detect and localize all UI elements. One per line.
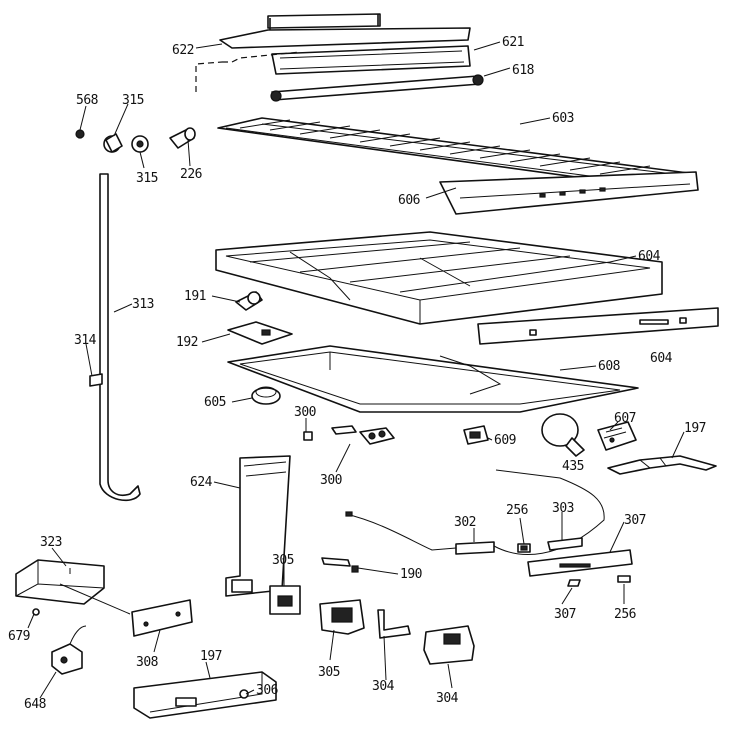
label-609: 609: [494, 433, 516, 448]
label-256-bottom: 256: [614, 607, 636, 622]
part-302-wire: [345, 469, 605, 555]
part-305-cover: [269, 585, 301, 615]
part-190-clip: [321, 557, 359, 573]
label-303: 303: [552, 501, 574, 516]
part-197-harness: [607, 455, 717, 475]
label-314: 314: [74, 333, 97, 348]
label-313: 313: [132, 297, 154, 312]
label-300-bottom: 300: [320, 473, 342, 488]
label-608: 608: [598, 359, 620, 374]
label-191: 191: [184, 289, 206, 304]
label-306: 306: [256, 683, 278, 698]
part-192-bracket: [227, 321, 293, 345]
label-226: 226: [180, 167, 202, 182]
part-648-motor: [51, 625, 87, 675]
part-603-shelf: [217, 117, 697, 189]
label-256-top: 256: [506, 503, 528, 518]
label-307-right: 307: [624, 513, 646, 528]
part-300-clip: [303, 431, 313, 441]
label-621: 621: [502, 35, 524, 50]
part-608-tray: [227, 345, 639, 413]
part-314-clip: [89, 373, 103, 387]
part-303-bar: [547, 537, 583, 551]
part-624-panel: [225, 455, 291, 597]
label-624: 624: [190, 475, 213, 490]
leader-lines: [27, 41, 685, 699]
part-191-clip: [235, 291, 263, 311]
label-192: 192: [176, 335, 198, 350]
part-618-rod: [270, 74, 484, 102]
part-308-plate: [131, 599, 193, 637]
label-605: 605: [204, 395, 226, 410]
label-197-right: 197: [684, 421, 706, 436]
label-604-top: 604: [638, 249, 661, 264]
part-307-small: [567, 579, 581, 587]
label-190: 190: [400, 567, 422, 582]
label-618: 618: [512, 63, 534, 78]
part-568-screw: [75, 129, 85, 139]
label-606: 606: [398, 193, 420, 208]
part-300-switch: [331, 425, 395, 445]
part-679-screw: [32, 608, 40, 616]
part-256-connector: [517, 543, 531, 553]
part-313-tube: [99, 173, 141, 502]
label-315-bottom: 315: [136, 171, 158, 186]
part-606-trim: [439, 171, 699, 215]
label-304-right: 304: [436, 691, 459, 706]
label-323: 323: [40, 535, 62, 550]
part-197-base: [133, 671, 277, 719]
part-605-grommet: [251, 386, 281, 405]
part-604-strip: [477, 307, 719, 345]
label-302: 302: [454, 515, 476, 530]
label-679: 679: [8, 629, 30, 644]
part-604-frame: [215, 231, 663, 325]
label-603: 603: [552, 111, 574, 126]
label-622: 622: [172, 43, 194, 58]
label-308: 308: [136, 655, 158, 670]
part-labels: 622 621 618 568 315 315 226 603 606 604 …: [8, 35, 706, 712]
part-256-small: [617, 575, 631, 583]
part-622-cover: [219, 13, 471, 49]
part-307-bar: [527, 549, 633, 577]
label-607: 607: [614, 411, 636, 426]
part-609-socket: [463, 425, 489, 445]
part-305-housing: [319, 599, 365, 635]
label-307-bottom: 307: [554, 607, 576, 622]
label-315-top: 315: [122, 93, 144, 108]
label-648: 648: [24, 697, 46, 712]
label-304-left: 304: [372, 679, 395, 694]
part-315-washer: [131, 135, 149, 153]
part-304-bracket: [377, 609, 411, 639]
part-226-fitting: [169, 127, 196, 149]
label-568: 568: [76, 93, 98, 108]
part-607-shield: [597, 421, 637, 451]
part-435-bulb: [541, 413, 585, 457]
part-315-clamp: [103, 133, 123, 153]
label-300-top: 300: [294, 405, 316, 420]
label-305-top: 305: [272, 553, 294, 568]
label-197-bottom: 197: [200, 649, 222, 664]
label-305-bottom: 305: [318, 665, 340, 680]
part-304-housing: [423, 625, 475, 665]
label-435: 435: [562, 459, 584, 474]
label-604-bottom: 604: [650, 351, 673, 366]
part-621-frame: [271, 45, 471, 75]
